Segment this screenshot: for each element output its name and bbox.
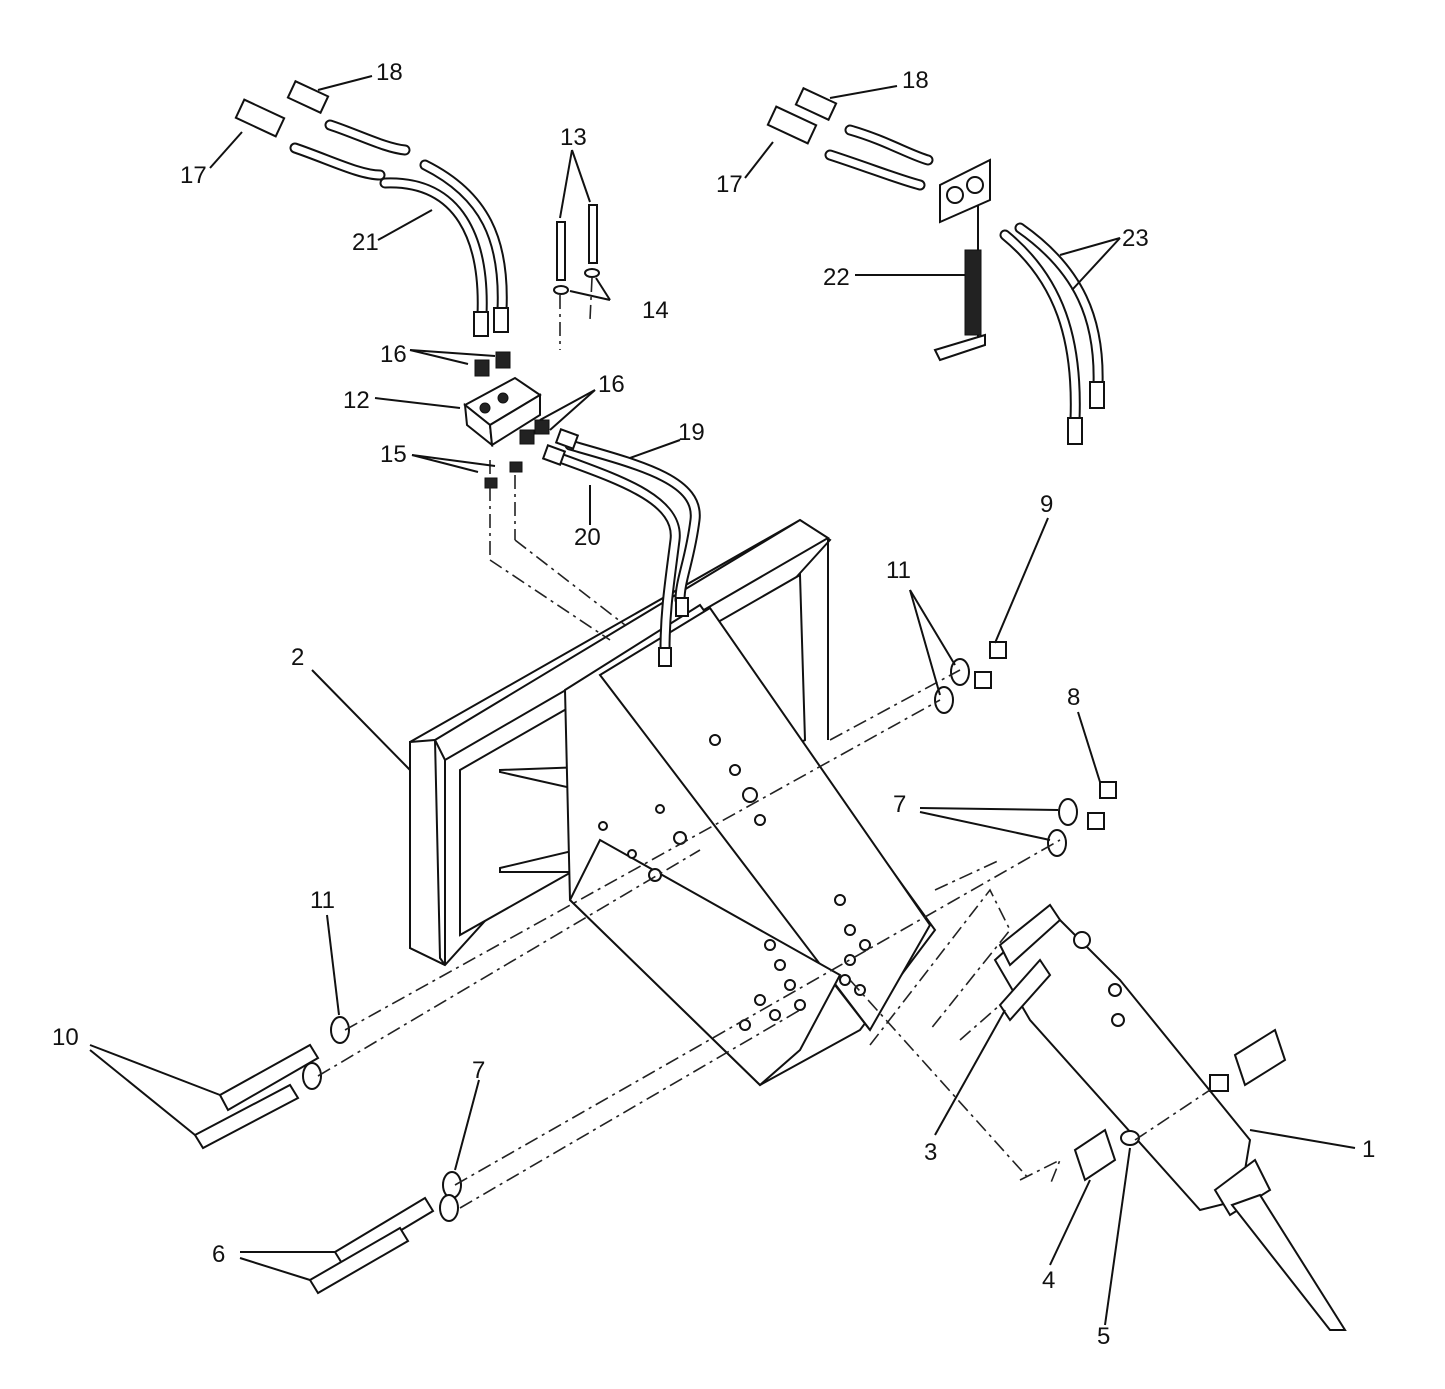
callout-9: 9 bbox=[1040, 491, 1053, 518]
callout-10: 10 bbox=[52, 1024, 79, 1051]
hose-clamp-spring bbox=[933, 158, 991, 362]
callout-14: 14 bbox=[642, 297, 669, 324]
bolts-13 bbox=[553, 204, 600, 295]
callout-16-left: 16 bbox=[380, 341, 407, 368]
callout-23: 23 bbox=[1122, 225, 1149, 252]
couplers-left bbox=[234, 79, 411, 181]
hoses-21 bbox=[379, 159, 509, 337]
callout-18-left: 18 bbox=[376, 59, 403, 86]
callout-5: 5 bbox=[1097, 1323, 1110, 1350]
callout-17-right: 17 bbox=[716, 171, 743, 198]
manifold-block bbox=[463, 351, 550, 489]
breaker-hammer bbox=[993, 903, 1347, 1331]
hoses-23 bbox=[999, 222, 1105, 445]
callout-15: 15 bbox=[380, 441, 407, 468]
callout-17-left: 17 bbox=[180, 162, 207, 189]
bolts-10 bbox=[193, 1016, 350, 1150]
callout-11-right: 11 bbox=[886, 557, 911, 584]
callout-13: 13 bbox=[560, 124, 587, 151]
callout-22: 22 bbox=[823, 264, 850, 291]
callout-4: 4 bbox=[1042, 1267, 1055, 1294]
callout-8: 8 bbox=[1067, 684, 1080, 711]
callout-18-right: 18 bbox=[902, 67, 929, 94]
callout-21: 21 bbox=[352, 229, 379, 256]
nuts-washers-right bbox=[934, 641, 1117, 857]
callout-7-right: 7 bbox=[893, 791, 906, 818]
bolts-6 bbox=[308, 1171, 462, 1295]
callout-7-bottom: 7 bbox=[472, 1057, 485, 1084]
callout-16-right: 16 bbox=[598, 371, 625, 398]
leader-lines bbox=[89, 75, 1356, 1326]
mounting-plates bbox=[563, 603, 937, 1087]
callout-20: 20 bbox=[574, 524, 601, 551]
couplers-right bbox=[766, 86, 934, 191]
callout-11-left: 11 bbox=[310, 887, 335, 914]
callout-3: 3 bbox=[924, 1139, 937, 1166]
hoses-19-20 bbox=[541, 428, 701, 667]
callout-labels: 1 2 3 4 5 6 7 7 8 9 10 11 11 12 13 14 15… bbox=[52, 59, 1375, 1350]
callout-1: 1 bbox=[1362, 1136, 1375, 1163]
phantom-lines bbox=[317, 277, 1211, 1209]
callout-6: 6 bbox=[212, 1241, 225, 1268]
callout-12: 12 bbox=[343, 387, 370, 414]
callout-2: 2 bbox=[291, 644, 304, 671]
callout-19: 19 bbox=[678, 419, 705, 446]
